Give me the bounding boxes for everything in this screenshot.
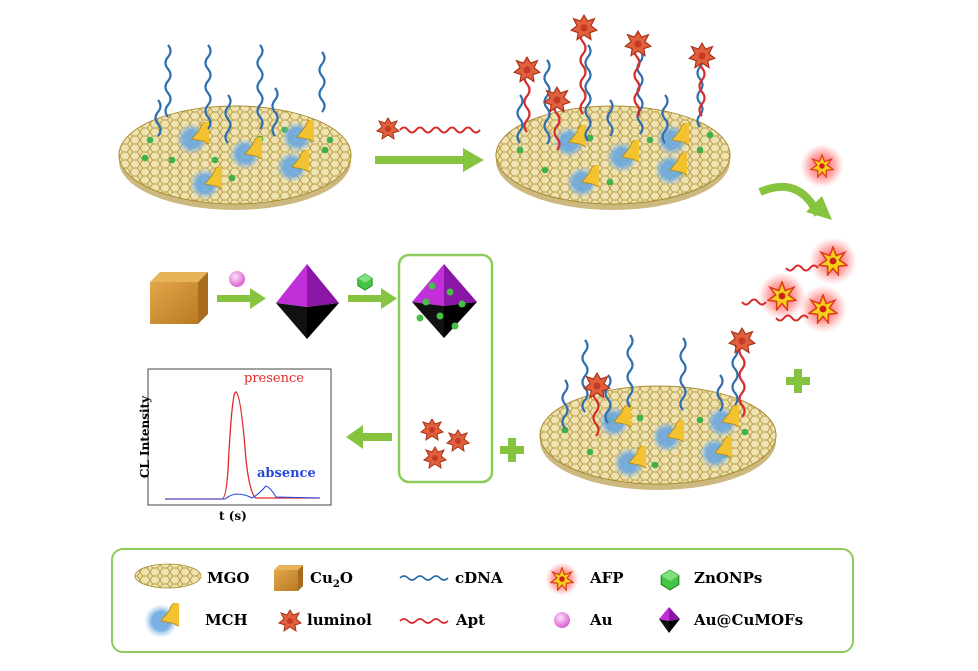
legend-label-luminol: luminol xyxy=(307,611,372,629)
plus-sign-right xyxy=(786,369,810,393)
mgo-disk-bottom-right xyxy=(539,327,777,490)
cu2o-subscript: 2 xyxy=(332,579,340,590)
plot-xlabel: t (s) xyxy=(219,509,247,523)
legend-label-znonps: ZnONPs xyxy=(694,569,763,587)
aucumofs-octahedron-icon xyxy=(659,607,680,633)
arrow-mid-2 xyxy=(348,288,397,309)
luminol-apt-probe xyxy=(376,117,481,140)
afp-glow-single xyxy=(800,144,844,188)
au-sphere-icon xyxy=(554,612,570,628)
cu2o-cube xyxy=(150,272,208,324)
apt-strand-icon xyxy=(399,618,449,624)
cu2o-cube-icon xyxy=(274,565,303,591)
afp-apt-complexes xyxy=(741,237,857,333)
legend-box xyxy=(111,548,854,653)
presence-label: presence xyxy=(244,371,304,386)
mch-icon xyxy=(143,603,179,639)
legend-label-mch: MCH xyxy=(205,611,248,629)
arrow-to-plot xyxy=(346,425,392,449)
legend-label-afp: AFP xyxy=(590,569,624,587)
legend-label-mgo: MGO xyxy=(207,569,250,587)
legend-label-au: Au xyxy=(590,611,613,629)
znonps-icon xyxy=(660,569,680,591)
curved-arrow-down xyxy=(758,183,832,220)
au-sphere-mid xyxy=(229,271,245,287)
legend-label-cdna: cDNA xyxy=(455,569,503,587)
absence-label: absence xyxy=(257,466,316,481)
mgo-disk-top-right xyxy=(495,14,731,210)
absence-curve xyxy=(165,485,321,500)
cdna-strand-icon xyxy=(399,575,449,581)
luminol-icon xyxy=(278,609,302,632)
afp-star-icon xyxy=(545,562,579,596)
mgo-disk-top-left xyxy=(118,44,352,210)
arrow-top-right xyxy=(375,148,484,172)
legend-label-aucumofs: Au@CuMOFs xyxy=(694,611,804,629)
au-cumof-octahedron xyxy=(276,264,339,339)
legend-label-apt: Apt xyxy=(456,611,486,629)
plus-sign-center xyxy=(500,438,524,462)
arrow-mid-1 xyxy=(217,288,266,309)
legend-label-cu2o: Cu2O xyxy=(310,569,353,590)
probe-box xyxy=(397,253,494,484)
cl-plot xyxy=(147,368,332,506)
mgo-disk-icon xyxy=(134,563,202,589)
cu2o-tail: O xyxy=(339,569,353,587)
presence-curve xyxy=(165,391,320,500)
cu2o-base: Cu xyxy=(310,569,333,587)
